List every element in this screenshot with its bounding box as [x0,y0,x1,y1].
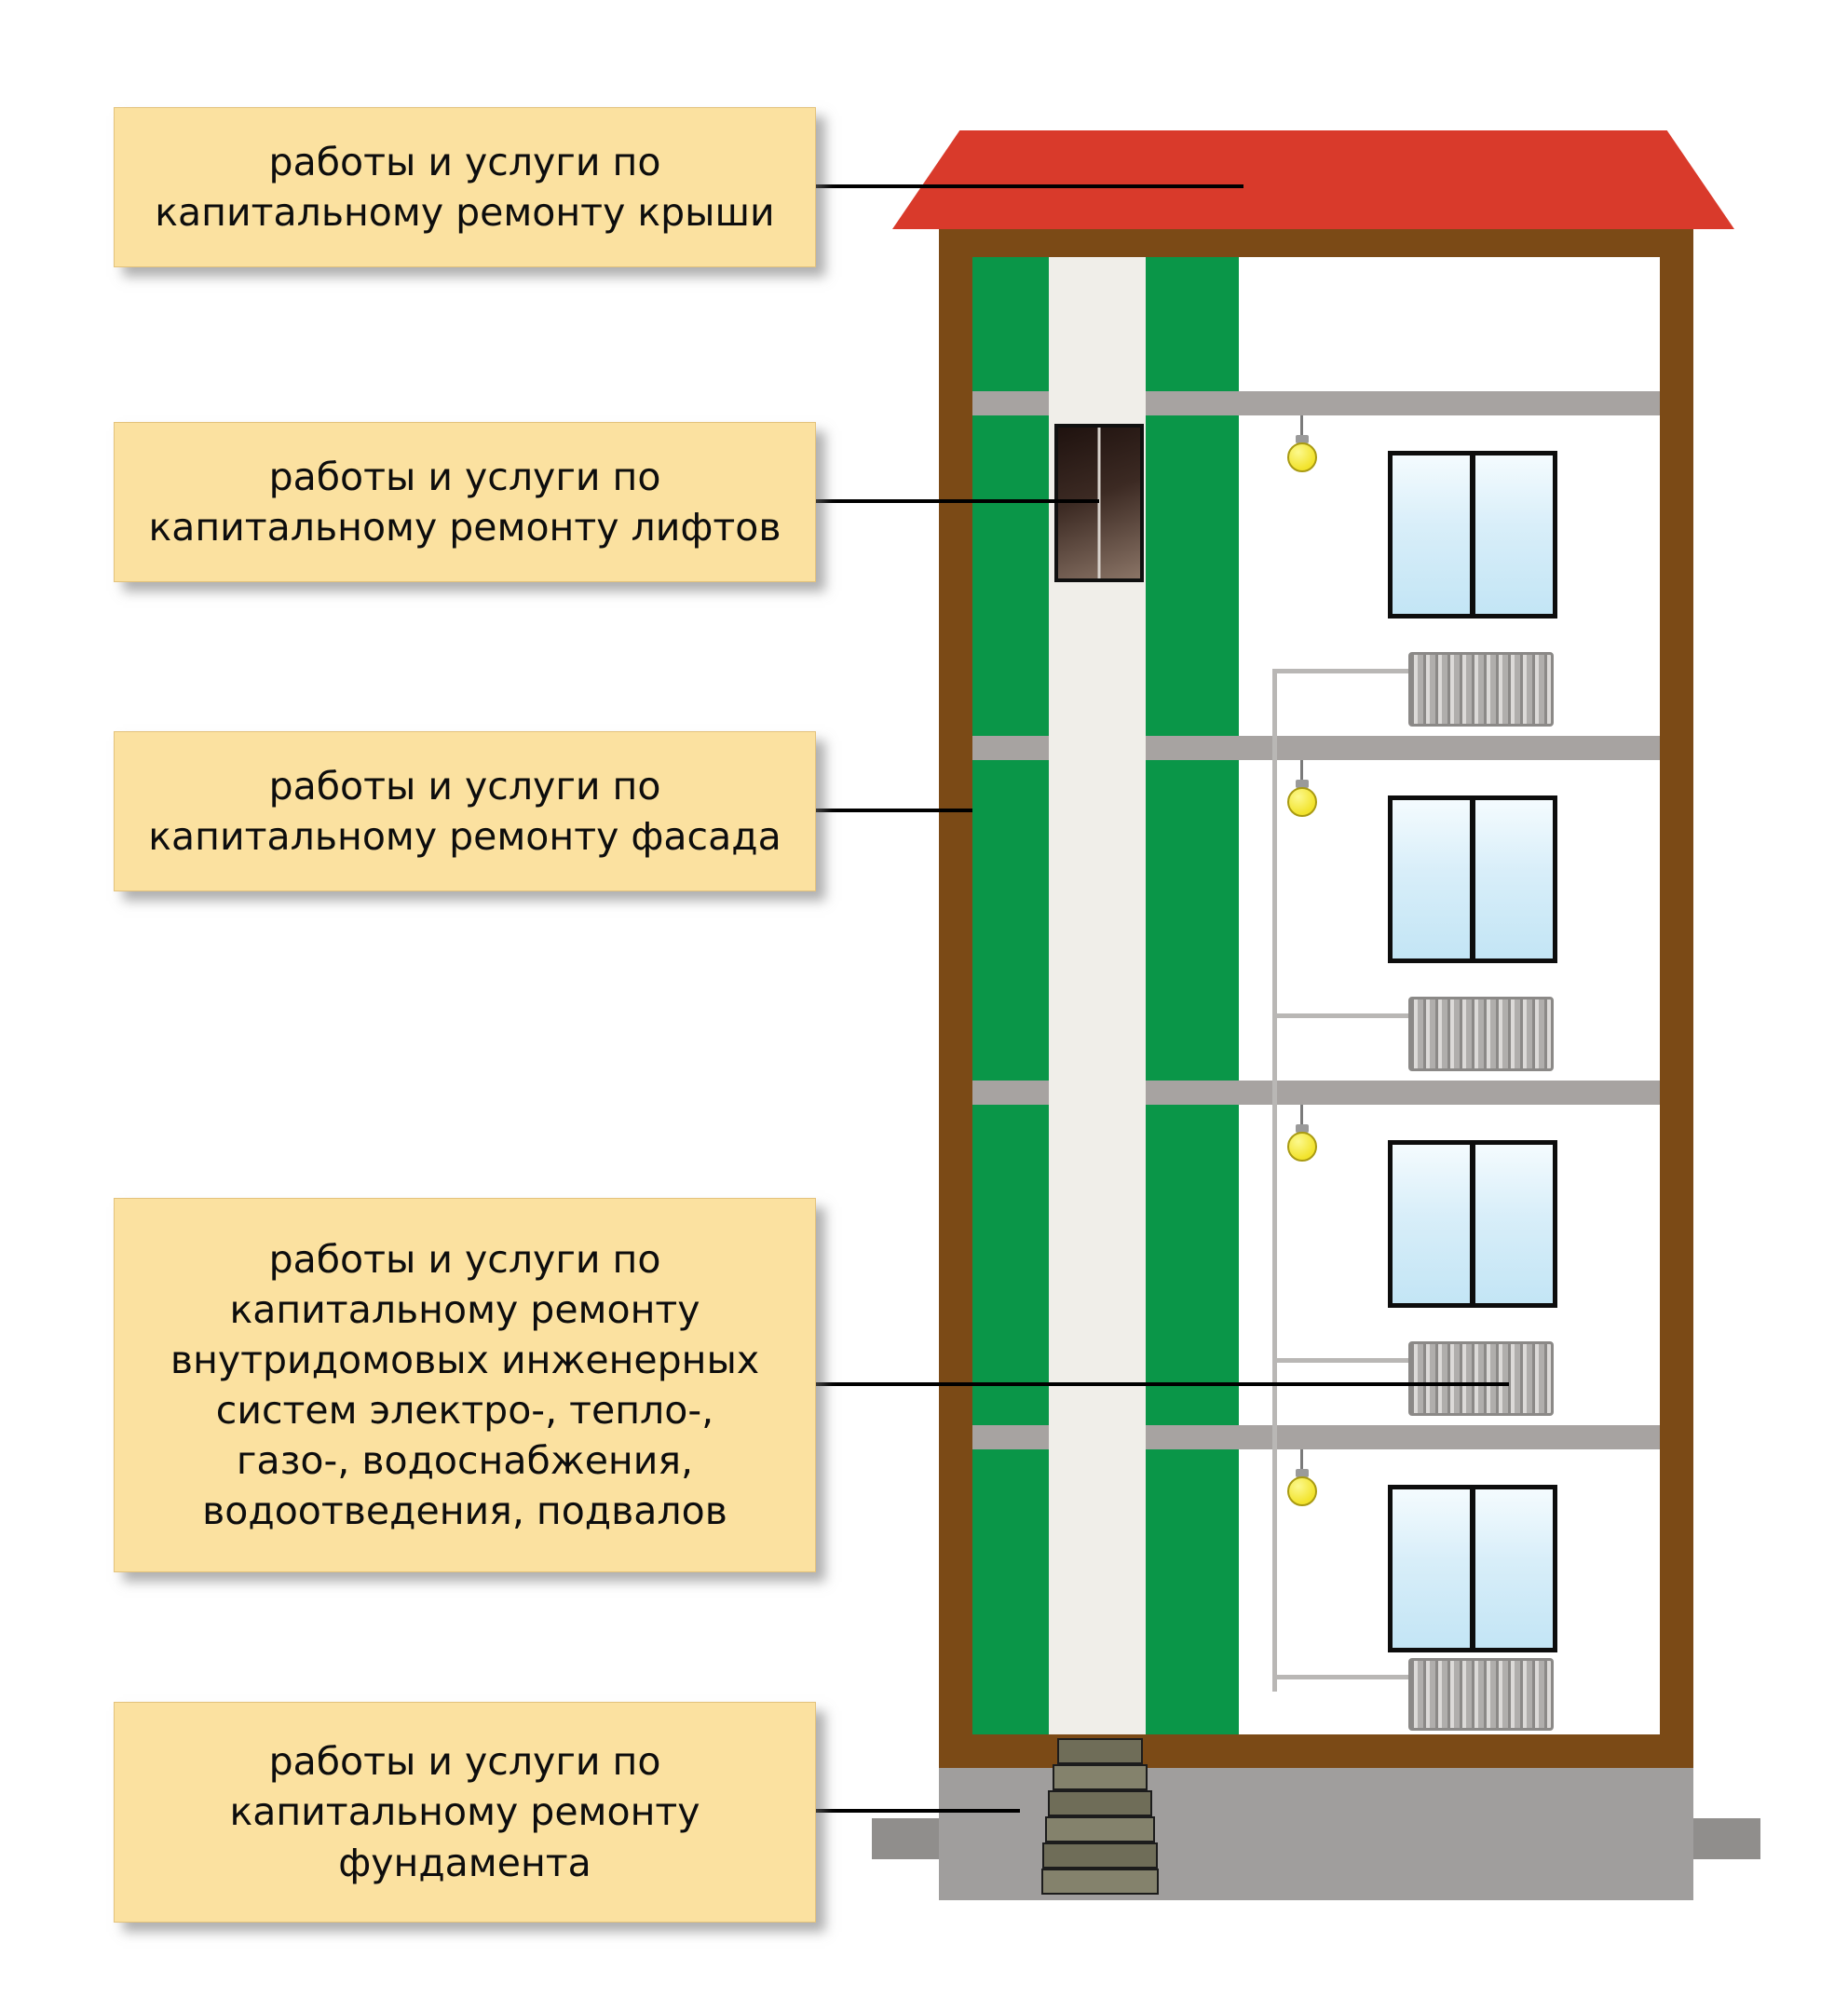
green-wall-left [972,257,1049,1734]
label-roof-repair-text: работы и услуги по капитальному ремонту … [155,139,775,235]
elevator-door-divider [1097,428,1101,578]
window-mullion [1470,455,1475,614]
connector-facade [812,809,972,812]
window-mullion [1470,1145,1475,1303]
floor-slab [972,391,1049,415]
stair-step [1041,1869,1159,1895]
radiator [1408,997,1554,1071]
label-facade-repair: работы и услуги по капитальному ремонту … [114,731,816,891]
connector-roof [812,184,1243,188]
connector-systems [812,1382,1509,1386]
stair-step [1057,1738,1143,1764]
floor-slab [1146,1081,1660,1105]
heating-pipe-branch [1272,1013,1408,1018]
floor-slab [972,736,1049,760]
window [1388,795,1557,963]
label-foundation-repair-text: работы и услуги по капитальному ремонту … [229,1739,700,1885]
floor-slab [1146,391,1660,415]
bulb-cord [1300,760,1303,781]
bulb-cord [1300,1449,1303,1470]
bulb-cap [1296,780,1309,788]
window [1388,451,1557,619]
window-mullion [1470,1489,1475,1648]
floor-slab [1146,736,1660,760]
bulb-cord [1300,1105,1303,1125]
light-bulb [1286,1449,1318,1507]
floor-slab [972,1081,1049,1105]
radiator [1408,652,1554,727]
stair-step [1045,1816,1155,1842]
stair-step [1053,1764,1148,1790]
bulb-cap [1296,1124,1309,1133]
stair-step [1048,1790,1152,1816]
bulb-globe [1287,787,1317,817]
green-wall-right [1146,257,1239,1734]
label-elevator-repair-text: работы и услуги по капитальному ремонту … [148,454,781,550]
bulb-cord [1300,415,1303,436]
window [1388,1485,1557,1652]
label-roof-repair: работы и услуги по капитальному ремонту … [114,107,816,267]
foundation-wing-left [872,1818,939,1859]
bulb-globe [1287,442,1317,472]
window-mullion [1470,800,1475,958]
label-facade-repair-text: работы и услуги по капитальному ремонту … [148,763,781,859]
bulb-cap [1296,435,1309,443]
stair-step [1042,1842,1158,1869]
radiator [1408,1658,1554,1731]
radiator [1408,1341,1554,1416]
light-bulb [1286,760,1318,818]
light-bulb [1286,1105,1318,1162]
bulb-cap [1296,1469,1309,1477]
label-systems-repair: работы и услуги по капитальному ремонту … [114,1198,816,1572]
connector-elevator [812,499,1099,503]
floor-slab [1146,1425,1660,1449]
heating-pipe-branch [1272,1675,1408,1679]
heating-pipe-riser [1272,669,1277,1692]
roof [892,130,1734,229]
connector-foundation [812,1809,1020,1813]
bulb-globe [1287,1476,1317,1506]
heating-pipe-branch [1272,1358,1408,1363]
light-bulb [1286,415,1318,473]
label-elevator-repair: работы и услуги по капитальному ремонту … [114,422,816,582]
floor-slab [972,1425,1049,1449]
foundation-wing-right [1693,1818,1760,1859]
label-systems-repair-text: работы и услуги по капитальному ремонту … [170,1236,760,1534]
bulb-globe [1287,1132,1317,1162]
heating-pipe-branch [1272,669,1408,673]
elevator-cabin [1054,424,1144,582]
label-foundation-repair: работы и услуги по капитальному ремонту … [114,1702,816,1923]
window [1388,1140,1557,1308]
